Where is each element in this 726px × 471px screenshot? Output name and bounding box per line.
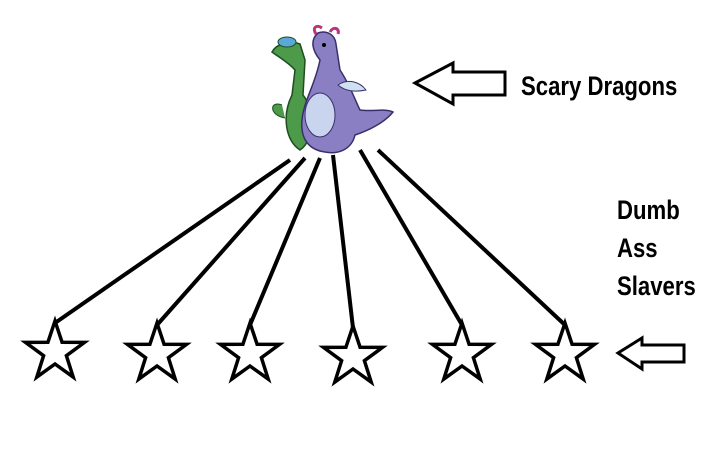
slaver-star bbox=[530, 317, 600, 384]
purple-dragon bbox=[301, 24, 395, 154]
connector-line bbox=[248, 157, 322, 326]
dragons-illustration bbox=[271, 24, 395, 154]
connector-line bbox=[331, 154, 355, 329]
slaver-star bbox=[20, 315, 90, 382]
connector-lines bbox=[53, 148, 567, 329]
slaver-star bbox=[215, 317, 285, 384]
slavers-label-line-1: Dumb bbox=[617, 195, 680, 225]
slaver-star bbox=[427, 317, 497, 384]
slavers-label-line-2: Ass bbox=[617, 233, 658, 263]
connector-line bbox=[155, 156, 307, 327]
connector-line bbox=[358, 148, 464, 327]
connector-line bbox=[376, 148, 567, 327]
slaver-stars bbox=[20, 315, 600, 387]
slaver-star bbox=[318, 320, 388, 387]
connector-line bbox=[53, 158, 292, 325]
slaver-star bbox=[122, 317, 192, 384]
arrow-to-slavers bbox=[615, 335, 686, 372]
slavers-label-line-3: Slavers bbox=[617, 271, 696, 301]
arrow-to-dragons bbox=[411, 60, 507, 107]
scary-dragons-label: Scary Dragons bbox=[521, 71, 678, 101]
